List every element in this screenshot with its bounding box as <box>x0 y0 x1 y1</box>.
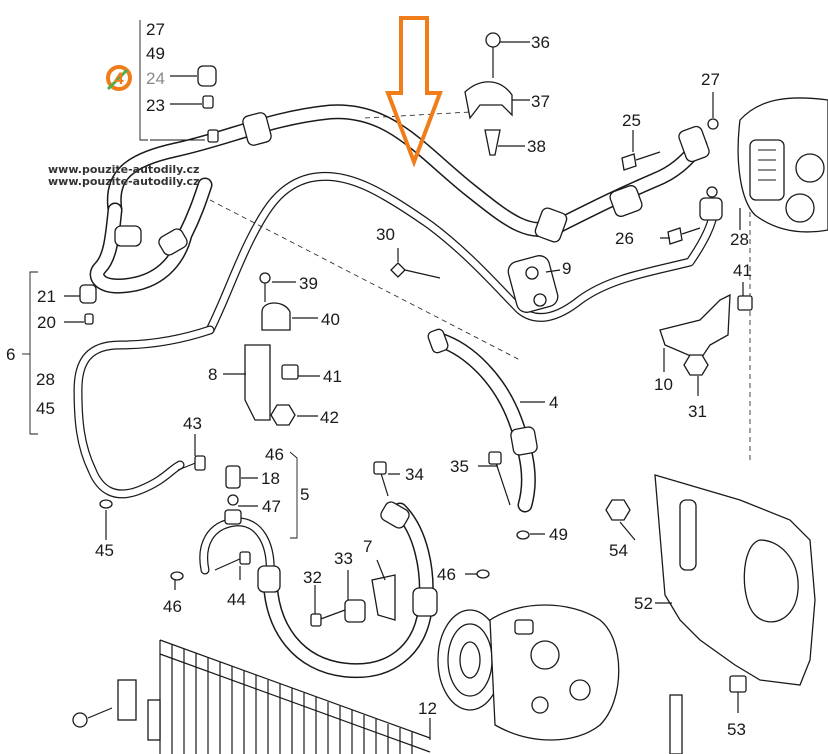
part-label: 37 <box>531 92 550 111</box>
part-label: 18 <box>261 469 280 488</box>
part-label: 46 <box>437 565 456 584</box>
part-label: 46 <box>265 445 284 464</box>
part-label: 41 <box>733 261 752 280</box>
part-label: 42 <box>320 408 339 427</box>
part-label: 34 <box>405 465 424 484</box>
small-parts <box>72 32 753 728</box>
part-label: 12 <box>418 699 437 718</box>
highlight-arrow <box>385 16 443 168</box>
watermark-line-2: www.pouzite-autodily.cz <box>48 175 199 188</box>
part-label: 35 <box>450 457 469 476</box>
part-label: 49 <box>549 525 568 544</box>
part-label: 25 <box>622 111 641 130</box>
watermark: www.pouzite-autodily.cz www.pouzite-auto… <box>48 163 199 188</box>
part-label: 27 <box>701 70 720 89</box>
hose-fittings <box>114 112 723 617</box>
part-label: 45 <box>36 399 55 418</box>
part-label: 5 <box>300 485 309 504</box>
part-label: 41 <box>323 367 342 386</box>
watermark-line-1: www.pouzite-autodily.cz <box>48 163 199 176</box>
part-label: 40 <box>321 310 340 329</box>
leader-lines <box>64 41 744 740</box>
hose-left-loop <box>89 177 213 294</box>
part-label: 36 <box>531 33 550 52</box>
part-label: 10 <box>654 375 673 394</box>
part-label: 20 <box>37 313 56 332</box>
part-label: 44 <box>227 590 246 609</box>
part-label: 45 <box>95 541 114 560</box>
part-label: 52 <box>634 594 653 613</box>
part-label: 46 <box>163 597 182 616</box>
compressor <box>437 604 620 741</box>
part-label: 8 <box>208 365 217 384</box>
part-label: 7 <box>363 537 372 556</box>
part-label: 32 <box>303 568 322 587</box>
part-label: 31 <box>688 402 707 421</box>
heat-shield <box>654 474 816 686</box>
part-label: 24 <box>146 69 165 88</box>
part-label: 54 <box>609 541 628 560</box>
part-label: 38 <box>527 137 546 156</box>
part-label: 27 <box>146 20 165 39</box>
pipe-6-left <box>73 325 215 499</box>
part-label: 6 <box>6 345 15 364</box>
part-label: 28 <box>36 370 55 389</box>
liquid-line-upper <box>205 171 720 335</box>
condenser <box>117 639 683 754</box>
suction-hose-4 <box>432 332 536 513</box>
part-label: 4 <box>549 393 558 412</box>
part-label: 39 <box>299 274 318 293</box>
part-labels: 27 49 24 23 36 37 38 27 25 26 28 30 9 41… <box>6 20 752 739</box>
group-braces <box>22 20 298 539</box>
part-label: 33 <box>334 549 353 568</box>
part-label: 28 <box>730 230 749 249</box>
evaporator-housing <box>737 97 828 233</box>
highlighted-part-badge: 4 <box>106 65 132 91</box>
part-label: 26 <box>615 229 634 248</box>
pipe-5-ubend <box>262 502 434 679</box>
part-label: 21 <box>37 287 56 306</box>
part-label: 47 <box>262 497 281 516</box>
part-label: 30 <box>376 225 395 244</box>
part-label: 43 <box>183 414 202 433</box>
part-label: 9 <box>562 259 571 278</box>
highlighted-part-number: 4 <box>114 69 124 88</box>
bracket-10 <box>659 293 731 361</box>
part-label: 49 <box>146 44 165 63</box>
part-label: 53 <box>727 720 746 739</box>
part-label: 23 <box>146 96 165 115</box>
